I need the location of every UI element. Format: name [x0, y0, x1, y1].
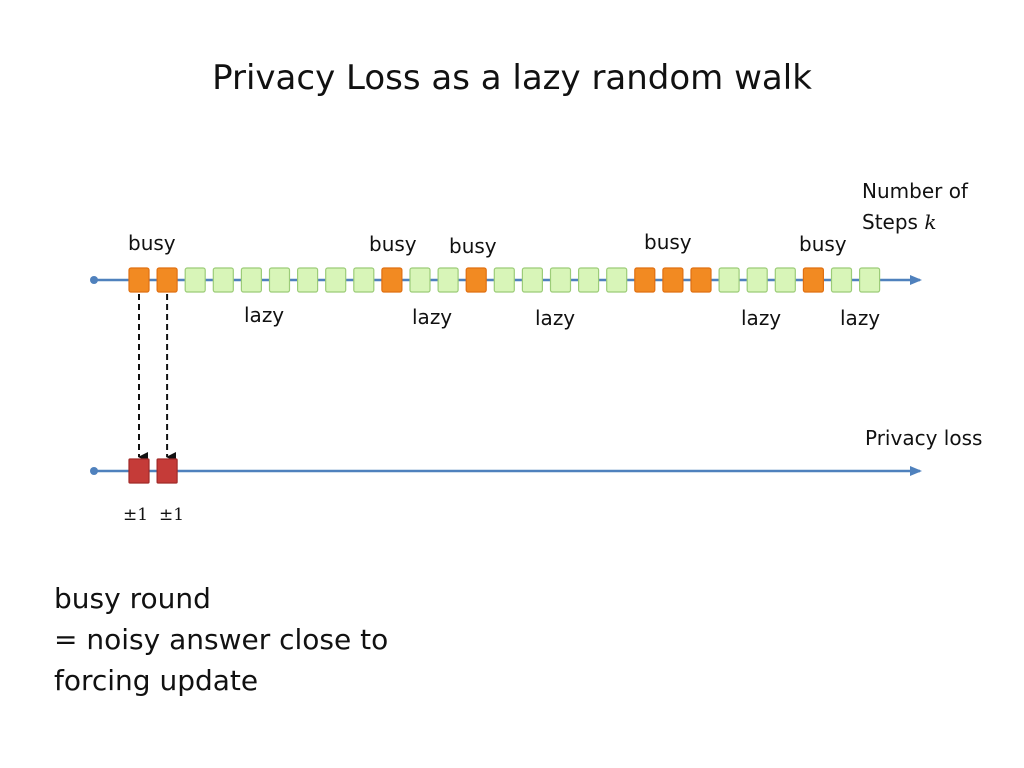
busy-label: busy: [449, 234, 497, 258]
privacy-loss-step: [128, 458, 150, 484]
lazy-label: lazy: [741, 306, 782, 330]
lazy-label: lazy: [535, 306, 576, 330]
lazy-step: [577, 267, 600, 293]
steps-axis-label-line1: Number of: [862, 179, 968, 203]
steps-axis-label: Number of Steps k: [862, 176, 968, 238]
privacy-loss-axis-origin: [90, 467, 98, 475]
lazy-step: [718, 267, 740, 293]
lazy-step: [521, 267, 544, 293]
lazy-step: [297, 267, 319, 293]
lazy-step: [212, 267, 234, 293]
busy-step: [690, 267, 712, 293]
lazy-step: [830, 267, 853, 293]
busy-step: [465, 267, 487, 293]
steps-axis-label-line2: Steps k: [862, 207, 968, 238]
steps-axis-variable: k: [924, 210, 937, 234]
busy-round-note: busy round = noisy answer close to forci…: [54, 578, 388, 701]
lazy-step: [353, 267, 375, 293]
lazy-step: [774, 267, 796, 293]
lazy-label: lazy: [412, 305, 453, 329]
busy-label: busy: [644, 230, 692, 254]
busy-step: [128, 267, 150, 293]
lazy-step: [746, 267, 768, 293]
lazy-step: [437, 267, 459, 293]
busy-label: busy: [369, 232, 417, 256]
busy-step: [802, 267, 825, 293]
privacy-loss-step: [156, 458, 178, 484]
note-line: busy round: [54, 582, 211, 615]
lazy-step: [409, 267, 431, 293]
privacy-loss-axis-label: Privacy loss: [865, 426, 983, 450]
privacy-loss-step-label: ±1: [123, 505, 149, 525]
lazy-step: [268, 267, 291, 293]
lazy-label: lazy: [244, 303, 285, 327]
lazy-step: [240, 267, 262, 293]
busy-step: [381, 267, 403, 293]
note-line: forcing update: [54, 664, 259, 697]
busy-label: busy: [799, 232, 847, 256]
steps-axis-origin: [90, 276, 98, 284]
steps-axis-label-text: Steps: [862, 210, 925, 234]
lazy-step: [549, 267, 572, 293]
busy-step: [662, 267, 684, 293]
busy-step: [156, 267, 178, 293]
slide-title: Privacy Loss as a lazy random walk: [212, 58, 812, 98]
note-line: = noisy answer close to: [54, 623, 389, 656]
busy-label: busy: [128, 231, 176, 255]
lazy-step: [858, 267, 881, 293]
lazy-step: [184, 267, 206, 293]
privacy-loss-step-label: ±1: [159, 505, 185, 525]
busy-step: [634, 267, 656, 293]
lazy-step: [325, 267, 347, 293]
lazy-step: [606, 267, 628, 293]
lazy-label: lazy: [840, 306, 881, 330]
lazy-step: [493, 267, 515, 293]
